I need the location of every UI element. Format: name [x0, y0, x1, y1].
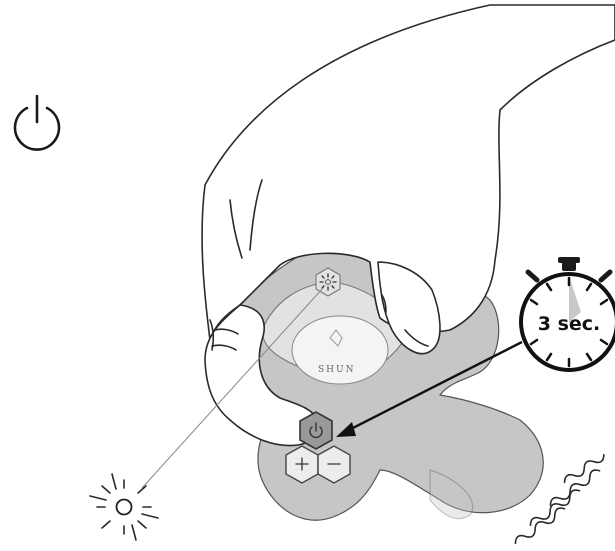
power-button[interactable] — [300, 412, 332, 449]
increase-button[interactable] — [286, 446, 318, 483]
decrease-button[interactable] — [318, 446, 350, 483]
stopwatch-icon: 3 sec. — [521, 257, 615, 370]
power-icon — [15, 96, 59, 150]
brand-label: SHUN — [318, 365, 355, 375]
sun-rays-icon — [90, 474, 158, 540]
stopwatch-label: 3 sec. — [538, 313, 601, 335]
